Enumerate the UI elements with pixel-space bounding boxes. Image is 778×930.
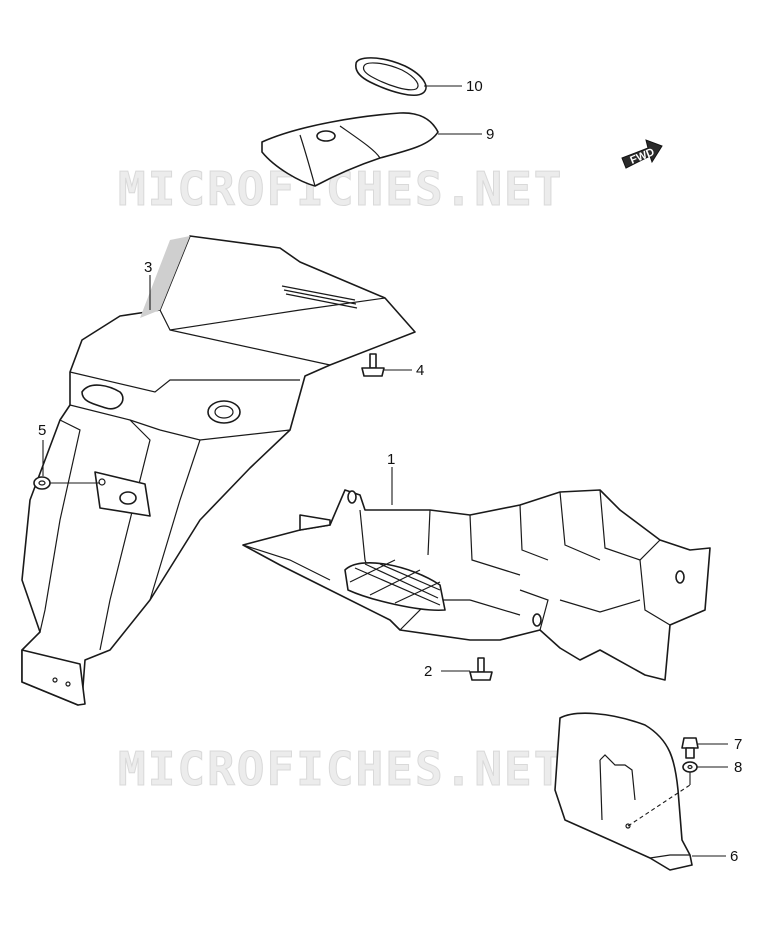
callout-8: 8 (734, 759, 742, 776)
part-1-undertray (242, 467, 711, 681)
callout-1: 1 (387, 451, 395, 468)
callout-3: 3 (144, 259, 152, 276)
watermark-bottom: MICROFICHES.NET (118, 742, 563, 796)
callout-5: 5 (38, 422, 46, 439)
callout-6: 6 (730, 848, 738, 865)
part-3-rear-fender (21, 235, 416, 706)
part-7-bolt (681, 737, 728, 759)
forward-direction-arrow: FWD (621, 139, 663, 169)
callout-4: 4 (416, 362, 424, 379)
part-4-screw (361, 353, 412, 377)
part-5-grommet (33, 440, 100, 490)
part-6-side-cover (554, 712, 726, 871)
callout-9: 9 (486, 126, 494, 143)
callout-10: 10 (466, 78, 483, 95)
fwd-label: FWD (629, 146, 657, 167)
callout-2: 2 (424, 663, 432, 680)
part-10-seal-ring (355, 57, 462, 97)
part-9-tail-pad (261, 112, 482, 187)
callout-7: 7 (734, 736, 742, 753)
part-2-screw (441, 657, 493, 681)
part-8-washer (682, 761, 728, 785)
